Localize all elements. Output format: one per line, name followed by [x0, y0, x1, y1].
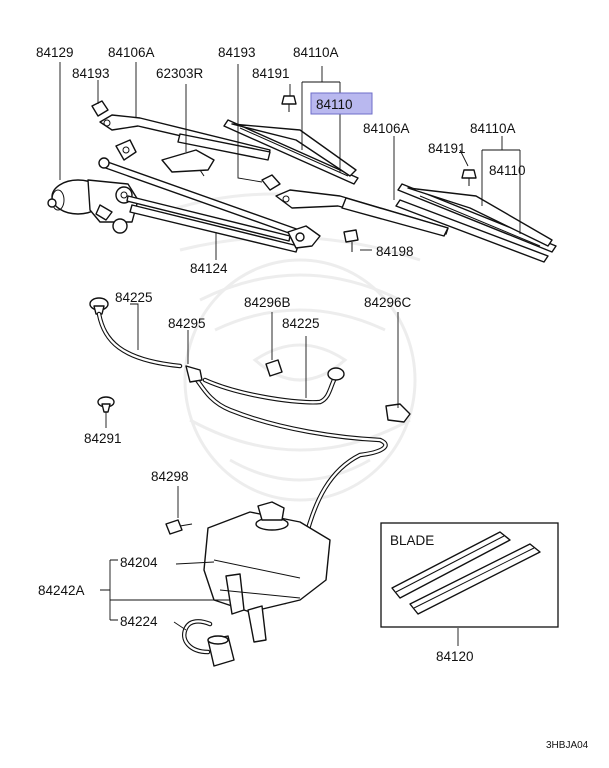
label-84191-right[interactable]: 84191 — [428, 141, 466, 156]
label-84110a-top[interactable]: 84110A — [293, 45, 339, 60]
label-84110-right[interactable]: 84110 — [489, 163, 526, 178]
wiper-motor-assembly[interactable] — [47, 179, 139, 234]
label-84110-highlighted[interactable]: 84110 — [316, 97, 353, 112]
grommet-84291[interactable] — [97, 396, 115, 413]
bolt-84198[interactable] — [343, 229, 359, 252]
screw-84191-top[interactable] — [281, 95, 297, 112]
blade-box-title: BLADE — [390, 533, 434, 548]
cover-62303r[interactable] — [161, 149, 215, 177]
wiper-link-84124[interactable] — [98, 139, 321, 253]
label-84106a-left[interactable]: 84106A — [108, 45, 155, 60]
label-84193-top[interactable]: 84193 — [218, 45, 256, 60]
label-84296c[interactable]: 84296C — [364, 295, 412, 310]
diagram-code: 3HBJA04 — [546, 740, 589, 751]
leader-lines — [59, 62, 521, 646]
wiper-blade-top[interactable] — [223, 119, 359, 185]
blade-inset-box: BLADE — [380, 522, 559, 628]
label-84295[interactable]: 84295 — [168, 316, 206, 331]
label-62303r[interactable]: 62303R — [156, 66, 204, 81]
wiper-blade-right[interactable] — [395, 183, 557, 263]
bolt-84298[interactable] — [165, 519, 193, 535]
washer-nozzle-84225-mid[interactable] — [327, 367, 345, 381]
label-84193-left[interactable]: 84193 — [72, 66, 110, 81]
label-84110a-right[interactable]: 84110A — [470, 121, 516, 136]
label-84225-left[interactable]: 84225 — [115, 290, 153, 305]
label-84291[interactable]: 84291 — [84, 431, 122, 446]
label-84124[interactable]: 84124 — [190, 261, 228, 276]
label-84191-top[interactable]: 84191 — [252, 66, 290, 81]
label-84129[interactable]: 84129 — [36, 45, 74, 60]
washer-hose-84225-left[interactable] — [96, 311, 183, 369]
clip-84296b[interactable] — [265, 359, 283, 377]
part-labels: 84129 84106A 84193 84110A 84193 62303R 8… — [36, 45, 589, 751]
washer-pump-84224[interactable] — [182, 619, 235, 667]
label-84298[interactable]: 84298 — [151, 469, 189, 484]
label-84224[interactable]: 84224 — [120, 614, 158, 629]
label-84225-mid[interactable]: 84225 — [282, 316, 320, 331]
label-84198[interactable]: 84198 — [376, 244, 414, 259]
label-84242a[interactable]: 84242A — [38, 583, 85, 598]
washer-nozzle-84225-left[interactable] — [89, 297, 109, 315]
nut-cap-84193-left[interactable] — [91, 100, 109, 117]
blade-rubber-84120[interactable] — [391, 531, 541, 615]
washer-tank-84242a[interactable] — [203, 501, 331, 643]
screw-84191-right[interactable] — [461, 169, 477, 186]
wiper-arm-right[interactable] — [275, 189, 449, 237]
highlight-84110 — [310, 92, 373, 115]
wiper-arm-left[interactable] — [99, 114, 271, 161]
label-84106a-right[interactable]: 84106A — [363, 121, 410, 136]
label-84296b[interactable]: 84296B — [244, 295, 291, 310]
hose-joint-84295[interactable] — [185, 365, 203, 383]
label-84204[interactable]: 84204 — [120, 555, 158, 570]
nut-cap-84193-middle[interactable] — [261, 174, 281, 191]
label-84120[interactable]: 84120 — [436, 649, 474, 664]
